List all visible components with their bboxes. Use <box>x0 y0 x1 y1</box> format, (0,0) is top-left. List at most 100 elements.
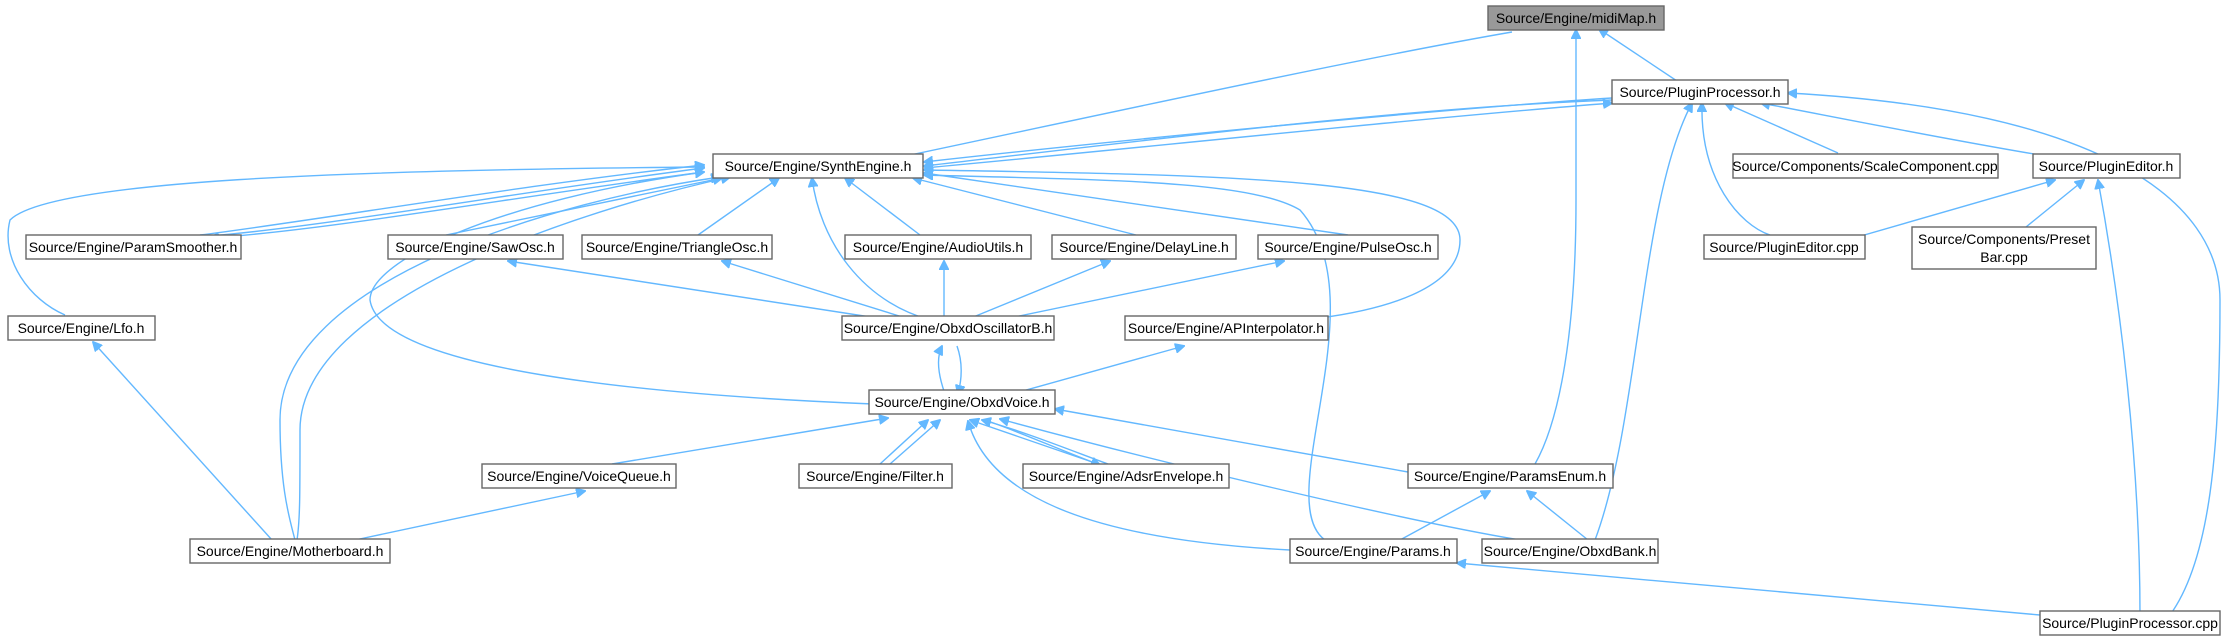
edge-plugineditor-cpp-to-plugineditor-h <box>1839 180 2055 243</box>
node-params-label: Source/Engine/Params.h <box>1295 543 1451 559</box>
edge-synthengine-to-paramsmoother <box>210 171 705 238</box>
edge-params-to-obxdvoice <box>968 421 1291 551</box>
node-lfo[interactable]: Source/Engine/Lfo.h <box>7 315 156 341</box>
edge-pluginproc-cpp-to-plugineditor-h <box>2098 180 2141 616</box>
edge-voicequeue-to-obxdvoice <box>611 418 888 465</box>
edge-lfo-to-synthengine <box>7 167 704 316</box>
node-obxdoscb-label: Source/Engine/ObxdOscillatorB.h <box>844 320 1053 336</box>
edge-obxdoscb-to-triangleosc <box>722 261 913 321</box>
edge-obxdvoice-to-synthengine <box>369 172 874 405</box>
node-lfo-label: Source/Engine/Lfo.h <box>18 320 145 336</box>
node-pluginproc-cpp-label: Source/PluginProcessor.cpp <box>2042 615 2218 631</box>
node-scalecomp-label: Source/Components/ScaleComponent.cpp <box>1732 158 1998 174</box>
node-plugineditor-h[interactable]: Source/PluginEditor.h <box>2032 153 2181 179</box>
edge-filter-to-obxdvoice-1 <box>879 420 928 465</box>
edge-obxdbank-to-obxdvoice <box>1000 419 1521 541</box>
edge-pluginproc-cpp-to-params <box>1457 563 2041 616</box>
node-midimap[interactable]: Source/Engine/midiMap.h <box>1487 5 1665 31</box>
edge-plugineditor-h-to-pluginproc <box>1761 103 2041 156</box>
node-midimap-label: Source/Engine/midiMap.h <box>1496 10 1656 26</box>
node-obxdbank[interactable]: Source/Engine/ObxdBank.h <box>1481 538 1659 564</box>
edge-apinterp-to-synthengine <box>924 170 1461 319</box>
edge-obxdoscb-to-delayline <box>965 261 1110 321</box>
node-params[interactable]: Source/Engine/Params.h <box>1289 538 1458 564</box>
node-apinterp-label: Source/Engine/APInterpolator.h <box>1128 320 1324 336</box>
node-paramsenum-label: Source/Engine/ParamsEnum.h <box>1414 468 1606 484</box>
edges <box>7 29 2221 616</box>
edge-paramsmoother-to-synthengine-1 <box>199 165 704 236</box>
edge-obxdoscb-to-pulseosc <box>999 261 1284 321</box>
node-obxdvoice[interactable]: Source/Engine/ObxdVoice.h <box>868 389 1056 415</box>
node-pulseosc-label: Source/Engine/PulseOsc.h <box>1264 239 1431 255</box>
edge-synthengine-to-pluginproc-2 <box>924 99 1613 166</box>
edge-motherboard-to-lfo <box>93 342 273 541</box>
node-triangleosc[interactable]: Source/Engine/TriangleOsc.h <box>581 234 773 260</box>
node-scalecomp[interactable]: Source/Components/ScaleComponent.cpp <box>1732 153 1999 179</box>
node-sawosc-label: Source/Engine/SawOsc.h <box>395 239 555 255</box>
edge-delayline-to-synthengine <box>913 178 1137 236</box>
node-delayline-label: Source/Engine/DelayLine.h <box>1059 239 1229 255</box>
edge-motherboard-to-synthengine-2 <box>296 177 730 541</box>
edge-paramsenum-to-obxdvoice <box>1055 409 1409 473</box>
edge-presetbar-to-plugineditor-h <box>2025 180 2084 228</box>
node-motherboard-label: Source/Engine/Motherboard.h <box>197 543 384 559</box>
edge-sawosc-to-synthengine <box>445 178 722 236</box>
node-motherboard[interactable]: Source/Engine/Motherboard.h <box>189 538 391 564</box>
node-filter-label: Source/Engine/Filter.h <box>806 468 944 484</box>
edge-scalecomp-to-pluginproc <box>1725 103 1839 154</box>
node-filter[interactable]: Source/Engine/Filter.h <box>798 463 953 489</box>
edge-synthengine-to-midimap <box>882 31 1513 161</box>
node-pluginproc-h[interactable]: Source/PluginProcessor.h <box>1611 79 1789 105</box>
node-audioutils[interactable]: Source/Engine/AudioUtils.h <box>844 234 1032 260</box>
node-delayline[interactable]: Source/Engine/DelayLine.h <box>1051 234 1237 260</box>
edge-paramsmoother-to-synthengine-2 <box>209 168 704 237</box>
node-synthengine[interactable]: Source/Engine/SynthEngine.h <box>712 153 924 179</box>
node-pluginproc-cpp[interactable]: Source/PluginProcessor.cpp <box>2039 610 2221 636</box>
edge-obxdbank-to-paramsenum <box>1527 491 1589 541</box>
node-presetbar-label-line1: Source/Components/Preset <box>1918 231 2090 247</box>
edge-obxdoscb-to-sawosc <box>508 261 891 321</box>
edge-pulseosc-to-synthengine <box>924 173 1349 236</box>
edge-obxdvoice-to-apinterp <box>1011 346 1184 395</box>
node-paramsmoother[interactable]: Source/Engine/ParamSmoother.h <box>25 234 242 260</box>
edge-audioutils-to-synthengine <box>845 178 921 236</box>
edge-pluginproc-to-midimap <box>1599 29 1681 84</box>
node-adsr[interactable]: Source/Engine/AdsrEnvelope.h <box>1022 463 1230 489</box>
node-paramsmoother-label: Source/Engine/ParamSmoother.h <box>29 239 238 255</box>
edge-pluginproc-cpp-to-pluginproc-h <box>1788 93 2221 616</box>
node-plugineditor-cpp[interactable]: Source/PluginEditor.cpp <box>1703 234 1866 260</box>
edge-obxdvoice-to-obxdoscb <box>939 346 946 395</box>
edge-pluginproc-to-synthengine <box>923 103 1612 169</box>
node-voicequeue[interactable]: Source/Engine/VoiceQueue.h <box>481 463 677 489</box>
node-synthengine-label: Source/Engine/SynthEngine.h <box>725 158 912 174</box>
edge-obxdoscb-to-obxdvoice <box>957 345 961 394</box>
node-sawosc[interactable]: Source/Engine/SawOsc.h <box>387 234 564 260</box>
node-apinterp[interactable]: Source/Engine/APInterpolator.h <box>1124 315 1329 341</box>
edge-triangleosc-to-synthengine <box>697 178 779 236</box>
node-obxdvoice-label: Source/Engine/ObxdVoice.h <box>874 394 1049 410</box>
edge-filter-to-obxdvoice-2 <box>889 420 940 465</box>
node-voicequeue-label: Source/Engine/VoiceQueue.h <box>487 468 671 484</box>
edge-params-to-synthengine <box>924 175 1332 541</box>
node-paramsenum[interactable]: Source/Engine/ParamsEnum.h <box>1407 463 1614 489</box>
node-triangleosc-label: Source/Engine/TriangleOsc.h <box>586 239 768 255</box>
node-presetbar-label-line2: Bar.cpp <box>1980 249 2028 265</box>
edge-obxdvoice-to-adsr <box>984 419 1100 465</box>
node-pulseosc[interactable]: Source/Engine/PulseOsc.h <box>1257 234 1439 260</box>
node-obxdbank-label: Source/Engine/ObxdBank.h <box>1484 543 1657 559</box>
edge-obxdoscb-to-synthengine <box>812 178 931 321</box>
node-plugineditor-h-label: Source/PluginEditor.h <box>2039 158 2174 174</box>
node-pluginproc-h-label: Source/PluginProcessor.h <box>1619 84 1780 100</box>
edge-paramsenum-to-midimap <box>1534 30 1576 465</box>
node-adsr-label: Source/Engine/AdsrEnvelope.h <box>1029 468 1224 484</box>
edge-motherboard-to-voicequeue <box>354 491 585 541</box>
edge-plugineditor-cpp-to-pluginproc <box>1702 103 1771 236</box>
node-plugineditor-cpp-label: Source/PluginEditor.cpp <box>1709 239 1859 255</box>
nodes: Source/Engine/midiMap.h Source/PluginPro… <box>7 5 2221 636</box>
node-audioutils-label: Source/Engine/AudioUtils.h <box>853 239 1023 255</box>
node-obxdoscb[interactable]: Source/Engine/ObxdOscillatorB.h <box>841 315 1055 341</box>
edge-params-to-paramsenum <box>1399 491 1490 541</box>
edge-motherboard-to-synthengine-1 <box>279 177 720 541</box>
